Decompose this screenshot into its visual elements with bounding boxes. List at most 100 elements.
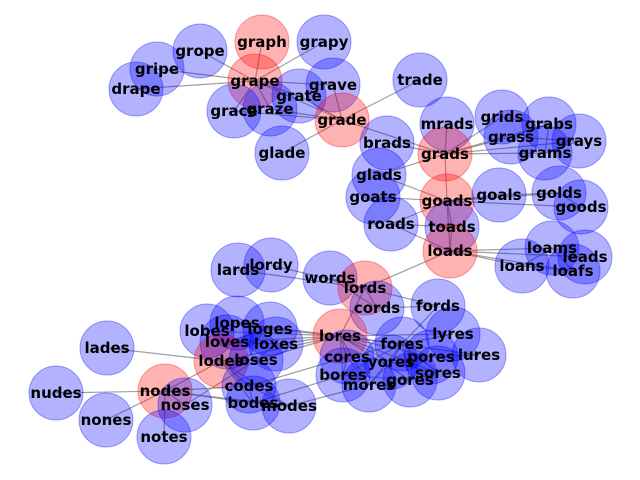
node-toads [424, 199, 480, 255]
node-label-noses: noses [160, 396, 209, 414]
node-golds [531, 165, 587, 221]
node-loans [494, 238, 550, 294]
node-label-graph: graph [237, 33, 287, 51]
edge-cores-mores [346, 356, 370, 386]
node-drape [108, 61, 164, 117]
edge-lords-fords [364, 287, 439, 307]
edge-noses-loses [184, 359, 257, 406]
node-nones [78, 392, 134, 448]
edge-lores-lodes [220, 335, 341, 362]
node-lades [79, 320, 135, 376]
edge-words-cords [329, 277, 378, 309]
node-goats [345, 169, 401, 225]
node-goads [419, 173, 475, 229]
node-label-brads: brads [363, 134, 411, 152]
edge-lobes-lopes [206, 322, 238, 332]
node-label-loges: loges [247, 320, 292, 338]
node-gores [382, 352, 438, 408]
edge-glads-goads [378, 174, 448, 202]
node-bodes [225, 375, 281, 431]
node-label-goats: goats [349, 188, 396, 206]
node-label-loads: loads [427, 242, 472, 260]
node-label-codes: codes [224, 377, 273, 395]
edge-lores-loses [255, 335, 341, 361]
node-label-toads: toads [428, 218, 475, 236]
node-goods [553, 179, 609, 235]
edge-lords-cords [364, 287, 378, 309]
edge-lores-loxes [275, 335, 341, 345]
edge-graze-grade [269, 108, 343, 121]
node-modes [261, 378, 317, 434]
edge-pores-sores [430, 356, 439, 374]
node-label-mrads: mrads [421, 115, 474, 133]
node-lures [451, 327, 507, 383]
edge-lodes-loses [220, 359, 257, 362]
edge-lades-lodes [106, 347, 222, 362]
node-grope [172, 23, 228, 79]
node-label-drape: drape [111, 80, 160, 98]
node-mrads [419, 96, 475, 152]
edge-grapy-grape [254, 41, 325, 82]
edge-roads-toads [390, 223, 453, 228]
node-label-leads: leads [562, 248, 607, 266]
edge-grads-mrads [444, 123, 448, 155]
node-label-pores: pores [407, 348, 455, 366]
edge-lores-lures [339, 335, 480, 356]
node-loses [228, 332, 284, 388]
edge-lores-pores [339, 335, 432, 358]
node-words [302, 250, 358, 306]
node-grave [305, 57, 361, 113]
edge-grams-grays [544, 140, 580, 154]
node-label-graze: graze [246, 100, 293, 118]
node-label-grapy: grapy [300, 33, 349, 51]
node-label-grave: grave [309, 76, 357, 94]
edge-loads-leads [449, 250, 586, 258]
edge-mores-yores [368, 361, 392, 386]
edge-grate-grade [298, 95, 343, 121]
node-label-grate: grate [276, 87, 322, 105]
node-label-mores: mores [343, 376, 396, 394]
edge-goals-golds [498, 192, 560, 196]
node-lards [210, 242, 266, 298]
edge-loans-loafs [521, 265, 574, 272]
edge-lodes-modes [220, 360, 290, 407]
node-nudes [28, 365, 84, 421]
node-circles [28, 14, 613, 465]
edge-lodes-bodes [220, 360, 254, 404]
edge-loges-loves [226, 328, 271, 343]
edge-nodes-modes [164, 390, 290, 407]
node-glade [254, 125, 310, 181]
edge-lores-sores [339, 335, 439, 374]
edge-yores-sores [390, 361, 439, 374]
edge-codes-modes [248, 385, 290, 407]
edge-loads-loams [449, 247, 553, 252]
node-label-loafs: loafs [552, 262, 593, 280]
node-grace [206, 83, 262, 139]
edge-lores-cores [339, 335, 348, 358]
edge-lores-yores [339, 335, 392, 363]
node-grade [314, 92, 370, 148]
edge-grace-grape [233, 80, 256, 112]
edge-nodes-nones [105, 390, 166, 421]
node-label-grass: grass [488, 128, 534, 146]
node-grate [271, 68, 327, 124]
node-label-sores: sores [415, 364, 461, 382]
node-label-nones: nones [81, 411, 132, 429]
edge-bodes-modes [252, 402, 290, 407]
edge-loves-loxes [226, 341, 277, 345]
node-label-nodes: nodes [140, 382, 191, 400]
node-label-nudes: nudes [30, 384, 81, 402]
edge-grave-grape [254, 80, 334, 86]
node-label-loans: loans [499, 257, 544, 275]
node-lobes [179, 303, 235, 359]
node-label-goads: goads [422, 192, 473, 210]
node-label-trade: trade [397, 71, 443, 89]
node-label-grams: grams [519, 144, 572, 162]
edge-lords-lores [339, 287, 366, 337]
edge-lores-loves [226, 335, 341, 343]
node-label-words: words [304, 269, 355, 287]
edge-loads-lords [364, 250, 451, 289]
node-trade [392, 52, 448, 108]
